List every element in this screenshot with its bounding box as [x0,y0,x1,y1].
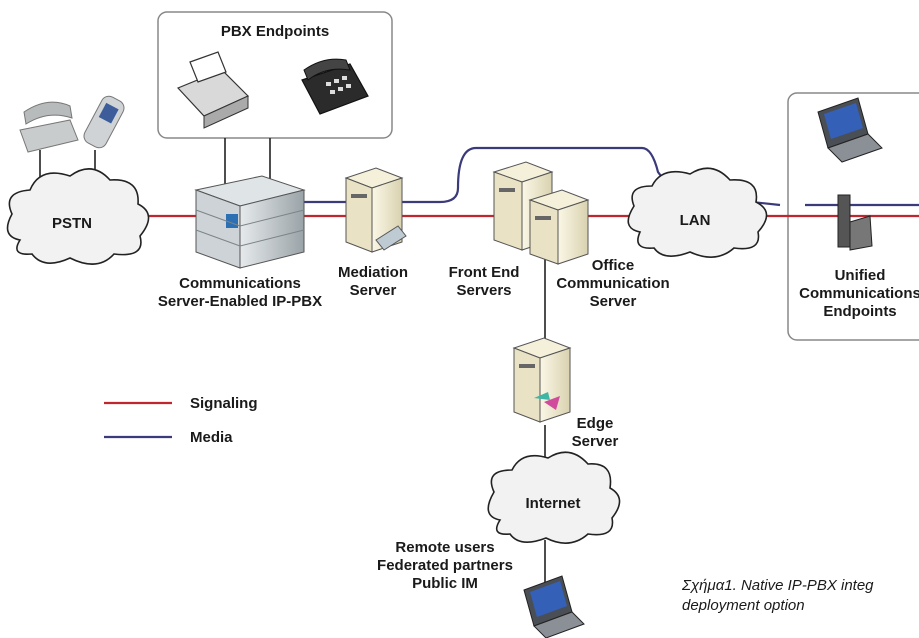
remote-label-line2: Federated partners [377,557,513,574]
caption-line2: deployment option [682,597,805,614]
pstn-label: PSTN [52,215,92,232]
uc-label-line2: Communications [799,285,919,302]
office-communication-server-icon [528,189,590,265]
legend: Signaling Media [104,395,258,446]
desk-phone-icon [19,101,79,153]
front-end-label-line1: Front End [449,264,520,281]
internet-label: Internet [525,495,580,512]
media-line [302,146,919,207]
edge-server-icon [512,337,572,423]
edge-label-line1: Edge [577,415,614,432]
ippbx-label-line1: Communications [179,275,301,292]
legend-signaling-label: Signaling [190,395,258,412]
mediation-label-line1: Mediation [338,264,408,281]
lan-label: LAN [680,212,711,229]
ippbx-label-line2: Server-Enabled IP-PBX [158,293,322,310]
internet-cloud: Internet [487,451,621,544]
pbx-endpoints-title: PBX Endpoints [221,23,329,40]
legend-media-label: Media [190,429,233,446]
remote-label-line3: Public IM [412,575,478,592]
mobile-phone-icon [83,95,125,149]
mediation-label-line2: Server [350,282,397,299]
connection-links [39,138,546,585]
remote-label-line1: Remote users [395,539,494,556]
pstn-cloud: PSTN [6,168,150,265]
ocs-label-line3: Server [590,293,637,310]
front-end-label-line2: Servers [456,282,511,299]
lan-cloud: LAN [627,167,768,258]
remote-laptop-icon [523,575,585,638]
caption-line1: Σχήμα1. Native IP-PBX integ [681,577,874,594]
ocs-label-line1: Office [592,257,635,274]
office-phone-icon [301,58,369,115]
mediation-server-icon [344,167,407,253]
ocs-label-line2: Communication [556,275,669,292]
uc-label-line1: Unified [835,267,886,284]
ip-pbx-server-icon [194,175,306,269]
uc-laptop-icon [817,97,883,163]
fax-machine-icon [176,51,250,129]
ip-phone-icon [837,194,873,251]
uc-label-line3: Endpoints [823,303,896,320]
edge-label-line2: Server [572,433,619,450]
